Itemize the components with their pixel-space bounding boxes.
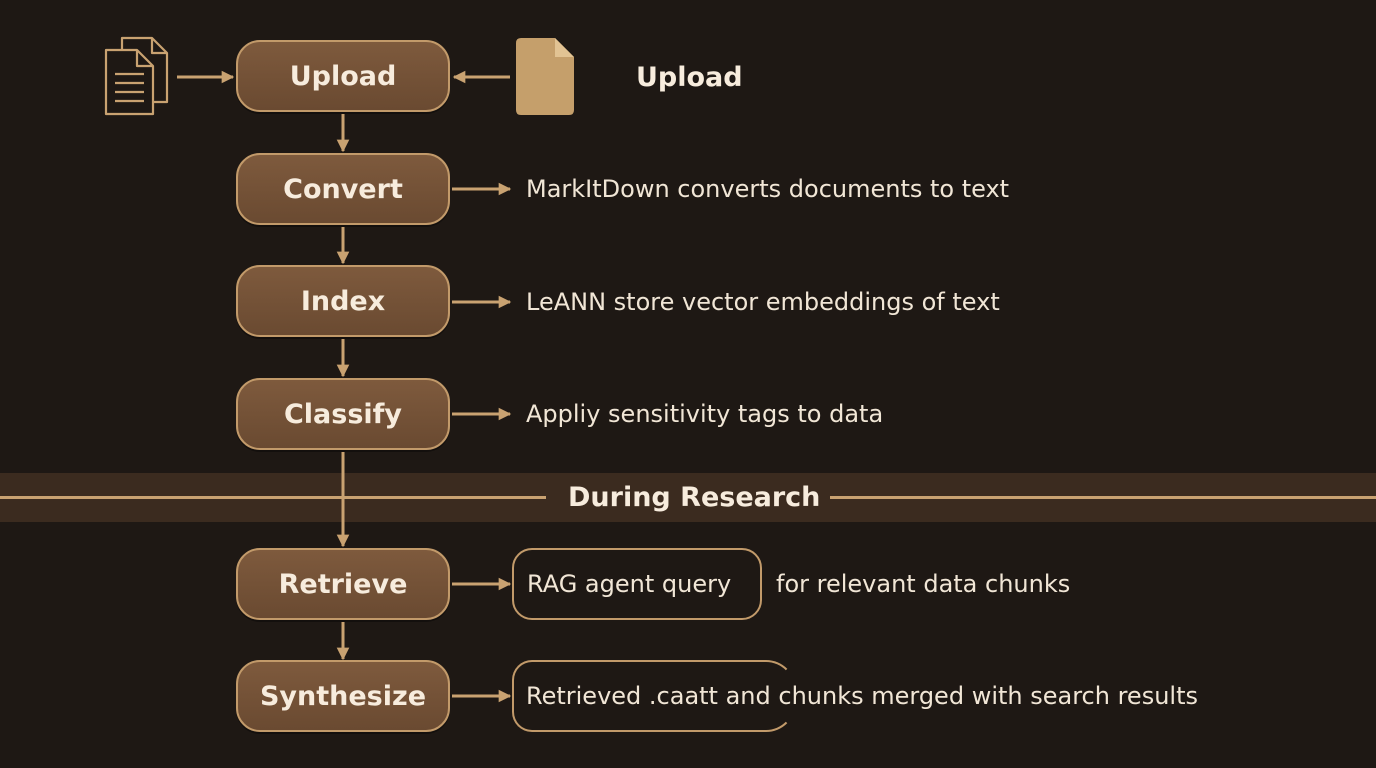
retrieve-query-text: RAG agent query [527,570,732,598]
file-icon [516,38,574,115]
synthesize-pill-outline [512,660,796,732]
convert-description: MarkItDown converts documents to text [526,175,1010,203]
retrieve-description: for relevant data chunks [776,570,1071,598]
synthesize-description: Retrieved .caatt and chunks merged with … [526,682,1198,710]
step-index: Index [236,265,450,337]
divider-line-right [830,496,1376,499]
during-research-label: During Research [568,482,821,513]
step-synthesize: Synthesize [236,660,450,732]
index-description: LeANN store vector embeddings of text [526,288,1000,316]
upload-heading: Upload [636,62,743,93]
step-convert: Convert [236,153,450,225]
documents-stack-icon [104,36,169,116]
retrieve-query-pill: RAG agent query [512,548,762,620]
step-upload: Upload [236,40,450,112]
step-classify: Classify [236,378,450,450]
step-retrieve: Retrieve [236,548,450,620]
classify-description: Appliy sensitivity tags to data [526,400,884,428]
divider-line-left [0,496,546,499]
